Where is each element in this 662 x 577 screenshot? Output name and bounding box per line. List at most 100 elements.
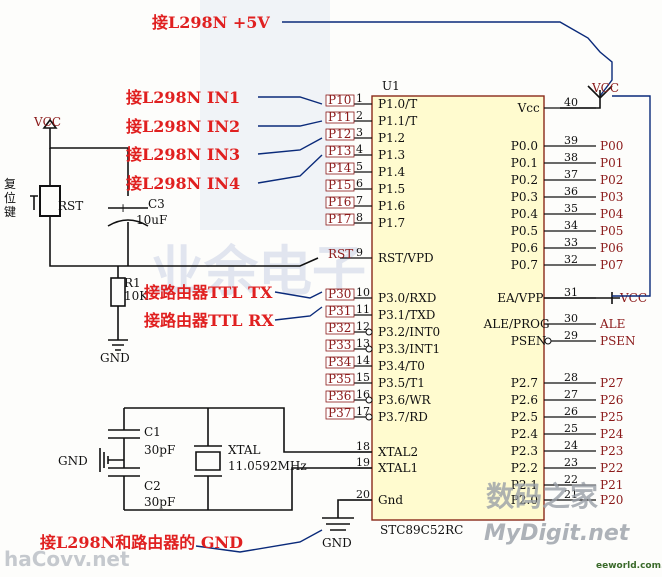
right-pin-name-28: P2.7 — [511, 376, 538, 390]
right-pin-name-26: P2.5 — [511, 410, 538, 424]
left-pin-name-13: P3.3/INT1 — [378, 342, 440, 356]
right-pin-28: 28 P2.7 P27 — [511, 371, 624, 390]
right-pin-num-35: 35 — [564, 202, 578, 215]
left-pin-18: 18 XTAL2 — [340, 440, 418, 459]
left-pin-name-17: P3.7/RD — [378, 410, 428, 424]
reset-key-label-2: 位 — [4, 190, 16, 205]
xtal-ref: XTAL — [228, 443, 261, 457]
left-pin-num-8: 8 — [356, 211, 363, 224]
left-pin-name-8: P1.7 — [378, 216, 405, 230]
left-pin-net-14: P34 — [328, 355, 352, 369]
left-pin-net-2: P11 — [328, 110, 351, 124]
right-pin-net-22: P21 — [600, 478, 623, 492]
left-pin-num-9: 9 — [356, 246, 363, 259]
rst-switch-bottom — [49, 216, 128, 267]
in2-wire — [258, 120, 323, 127]
right-pin-net-32: P07 — [600, 258, 623, 272]
ann-in4: 接L298N IN4 — [126, 174, 240, 193]
right-pin-net-23: P22 — [600, 461, 623, 475]
right-pin-name-40: Vcc — [517, 101, 540, 115]
right-pin-net-27: P26 — [600, 393, 623, 407]
watermark-eeworld: eeworld.com.cn — [596, 561, 662, 571]
left-pin-net-8: P17 — [328, 212, 351, 226]
rst-switch-label: RST — [58, 199, 83, 213]
rst-switch-body — [39, 185, 61, 217]
gnd-symbol-r1 — [108, 339, 128, 351]
right-pin-net-25: P24 — [600, 427, 624, 441]
right-pin-num-29: 29 — [564, 329, 578, 342]
right-pin-name-38: P0.1 — [511, 156, 538, 170]
reset-key-label-3: 键 — [4, 205, 16, 219]
right-pin-num-32: 32 — [564, 253, 578, 266]
in3-wire — [257, 137, 323, 155]
c2-value: 30pF — [144, 495, 175, 509]
in4-wire — [257, 154, 323, 184]
right-pin-num-39: 39 — [564, 134, 578, 147]
left-pin-net-10: P30 — [328, 287, 351, 301]
left-pin-net-5: P14 — [328, 161, 352, 175]
c1-ref: C1 — [144, 425, 161, 439]
right-pin-net-38: P01 — [600, 156, 623, 170]
ann-ttl-rx: 接路由器TTL RX — [144, 311, 274, 330]
c3-ref: C3 — [148, 197, 165, 211]
left-pin-num-11: 11 — [356, 303, 370, 316]
right-pin-net-28: P27 — [600, 376, 623, 390]
vcc-5v-wire — [282, 21, 613, 97]
left-pin-name-9: RST/VPD — [378, 251, 434, 265]
right-pin-num-21: 21 — [564, 488, 578, 501]
ann-ttl-tx: 接路由器TTL TX — [144, 283, 273, 302]
right-pin-name-22: P2.1 — [511, 478, 538, 492]
left-pin-5: P14 5 P1.4 — [325, 160, 406, 179]
left-pin-net-17: P37 — [328, 406, 351, 420]
ea-vcc-wire — [544, 292, 620, 304]
left-pin-num-15: 15 — [356, 371, 370, 384]
vcc-arrow-left — [42, 118, 58, 129]
chip-part: STC89C52RC — [380, 523, 463, 537]
left-pin-num-5: 5 — [356, 160, 363, 173]
right-pin-name-23: P2.2 — [511, 461, 538, 475]
right-pin-num-23: 23 — [564, 456, 578, 469]
right-pin-23: 23 P2.2 P22 — [511, 456, 624, 475]
right-pin-num-30: 30 — [564, 312, 578, 325]
vcc-label-top: VCC — [591, 81, 619, 95]
right-pin-name-25: P2.4 — [511, 427, 539, 441]
left-pin-net-7: P16 — [328, 195, 351, 209]
left-pin-name-18: XTAL2 — [378, 445, 418, 459]
right-pin-name-34: P0.5 — [511, 224, 538, 238]
ann-in3: 接L298N IN3 — [126, 145, 240, 164]
gnd-label-pin: GND — [322, 536, 352, 550]
c2-ref: C2 — [144, 479, 161, 493]
rst-switch-actuator — [30, 195, 38, 210]
chip-ref: U1 — [382, 79, 400, 93]
right-pin-num-40: 40 — [564, 96, 578, 109]
right-pin-net-33: P06 — [600, 241, 623, 255]
r1-body — [110, 277, 126, 307]
left-pin-num-4: 4 — [356, 143, 363, 156]
left-pin-num-18: 18 — [356, 440, 370, 453]
right-pin-net-21: P20 — [600, 493, 623, 507]
vcc-label-left: VCC — [33, 115, 61, 129]
right-pin-num-37: 37 — [564, 168, 578, 181]
left-pin-name-12: P3.2/INT0 — [378, 325, 440, 339]
left-pin-name-5: P1.4 — [378, 165, 406, 179]
left-pin-num-7: 7 — [356, 194, 363, 207]
right-pin-name-29: PSEN — [511, 334, 547, 348]
right-pin-num-28: 28 — [564, 371, 578, 384]
left-pin-name-1: P1.0/T — [378, 97, 417, 111]
left-pin-net-1: P10 — [328, 93, 351, 107]
